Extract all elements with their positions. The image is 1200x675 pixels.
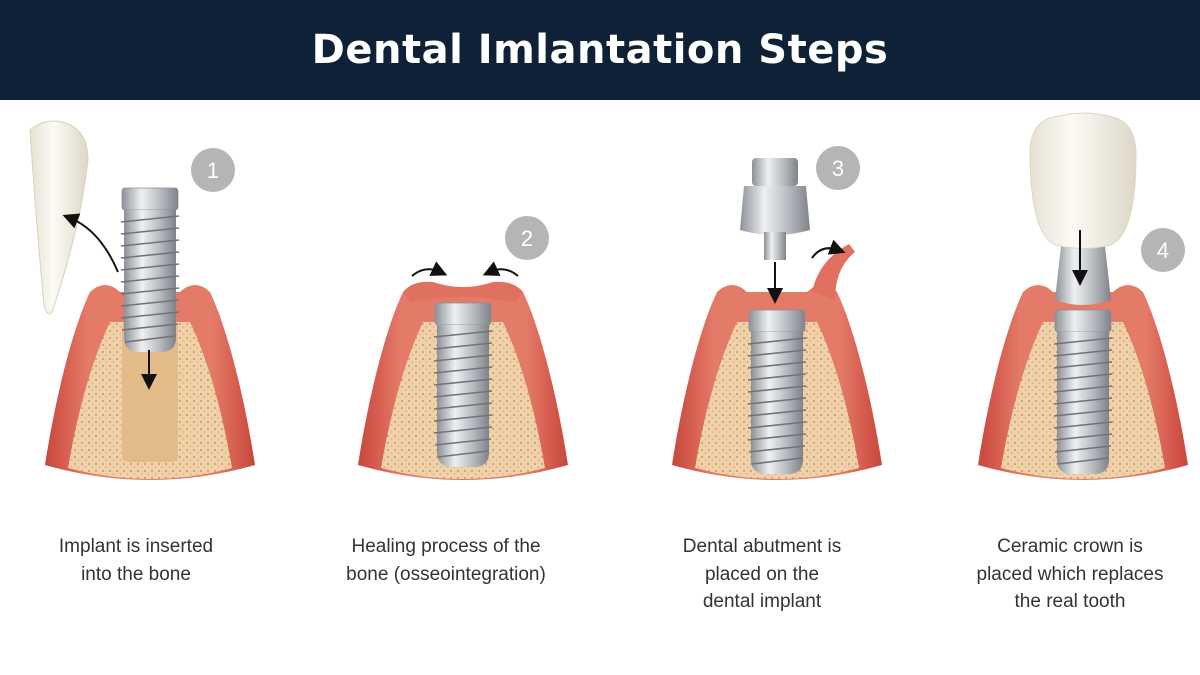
step-1-illustration: 1	[29, 120, 255, 480]
arrow-icon	[411, 261, 448, 277]
step-1-caption: Implant is inserted into the bone	[6, 533, 266, 588]
arrow-icon	[482, 261, 519, 277]
arrow-icon	[62, 213, 119, 273]
step-4-illustration: 4	[978, 112, 1188, 480]
step-badge-4	[1141, 228, 1185, 272]
caption-line: bone (osseointegration)	[346, 563, 546, 585]
ceramic-crown-icon	[1029, 112, 1137, 249]
abutment-icon	[740, 158, 810, 260]
extracted-tooth-icon	[29, 120, 89, 315]
closed-gum-flap	[403, 281, 523, 302]
page-title: Dental Imlantation Steps	[311, 27, 889, 73]
step-4-caption: Ceramic crown is placed which replaces t…	[940, 533, 1200, 616]
step-badge-2	[505, 216, 549, 260]
step-badge-1	[191, 148, 235, 192]
drilled-socket	[122, 322, 178, 462]
step-3-caption: Dental abutment is placed on the dental …	[632, 533, 892, 616]
step-number: 4	[1157, 238, 1169, 263]
open-gum-flap	[812, 244, 855, 300]
caption-line: placed on the	[704, 563, 820, 585]
caption-line: into the bone	[81, 563, 191, 585]
caption-line: Ceramic crown is	[997, 536, 1143, 557]
caption-line: the real tooth	[1014, 591, 1126, 612]
caption-line: Dental abutment is	[682, 536, 842, 557]
step-badge-3	[816, 146, 860, 190]
implant-steps-illustration: 1 2 3 4	[29, 112, 1188, 480]
step-number: 2	[521, 226, 533, 251]
arrow-icon	[811, 239, 846, 259]
step-2-caption: Healing process of the bone (osseointegr…	[316, 533, 576, 588]
step-number: 1	[207, 158, 219, 183]
caption-line: dental implant	[702, 591, 822, 612]
caption-line: Implant is inserted	[58, 536, 214, 557]
step-3-illustration: 3	[672, 146, 882, 480]
caption-line: Healing process of the	[351, 536, 541, 557]
abutment	[1055, 246, 1111, 305]
header-bar: Dental Imlantation Steps	[0, 0, 1200, 100]
step-number: 3	[832, 156, 844, 181]
caption-line: placed which replaces	[976, 563, 1164, 585]
step-2-illustration: 2	[358, 216, 568, 480]
